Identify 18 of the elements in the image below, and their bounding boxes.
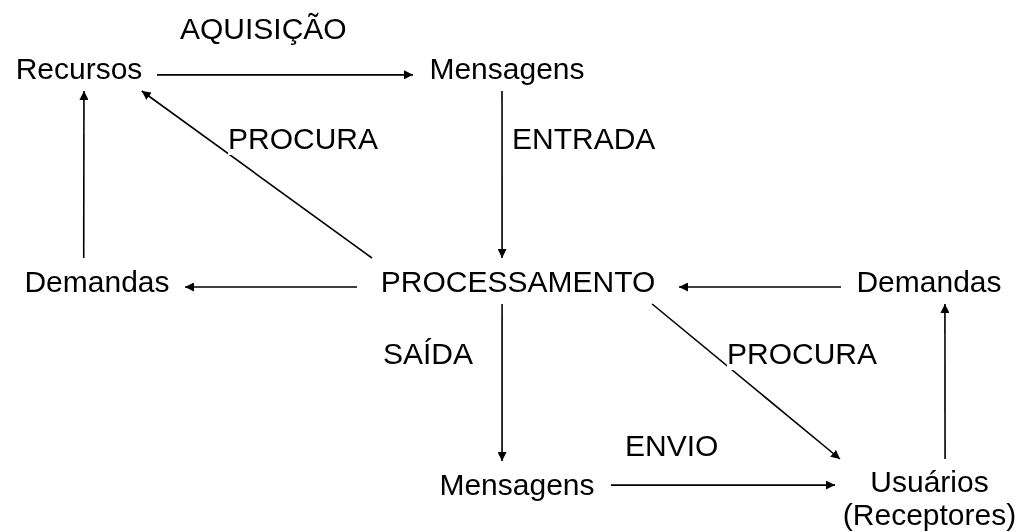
arrow	[651, 303, 841, 460]
node-label: PROCESSAMENTO	[380, 264, 656, 298]
node-label: Mensagens	[429, 51, 585, 85]
node-label: Recursos	[15, 51, 143, 85]
node-label: Demandas	[24, 264, 170, 298]
edge-label: AQUISIÇÃO	[180, 12, 347, 45]
arrow	[156, 70, 414, 80]
arrow	[184, 282, 358, 292]
arrow	[141, 90, 373, 259]
node-label: Demandas	[856, 264, 1002, 298]
arrow	[497, 90, 507, 259]
node-label: Mensagens	[439, 467, 595, 501]
arrow	[940, 303, 950, 460]
arrow	[79, 90, 89, 259]
arrow	[497, 303, 507, 462]
arrow	[610, 480, 836, 490]
node-label: Usuários (Receptores)	[841, 465, 1018, 531]
arrow	[678, 282, 842, 292]
